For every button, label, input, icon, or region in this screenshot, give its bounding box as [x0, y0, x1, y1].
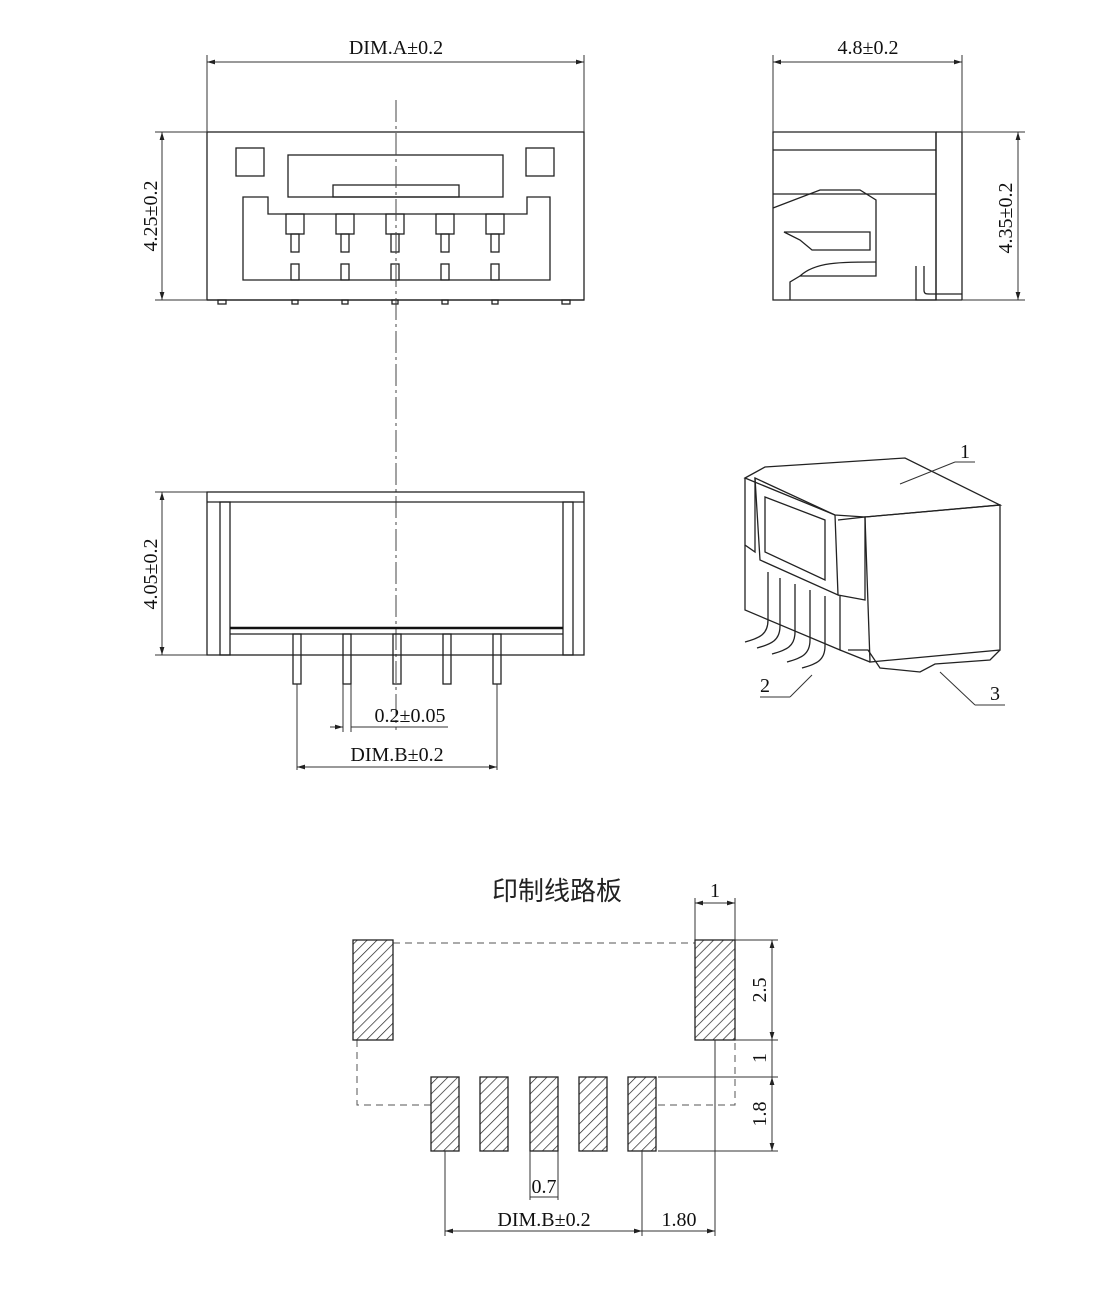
front-pins	[217, 213, 571, 305]
bottom-pins	[292, 633, 502, 685]
pcb-title: 印制线路板	[492, 877, 622, 907]
pcb-span-label: DIM.B±0.2	[497, 1209, 590, 1231]
front-width-label: DIM.A±0.2	[349, 37, 443, 59]
callout-2: 2	[760, 675, 770, 697]
mount-pad-right	[694, 939, 736, 1041]
pcb-layout: 印制线路板 1 2.5 1 1.8	[352, 877, 778, 1236]
mount-pad-left	[352, 939, 394, 1041]
pad-width-label: 1	[710, 880, 720, 902]
signal-pad-height-label: 1.8	[749, 1102, 771, 1127]
side-view: 4.8±0.2 4.35±0.2	[772, 37, 1025, 301]
gap-label: 1	[749, 1053, 771, 1063]
side-width-label: 4.8±0.2	[838, 37, 899, 59]
pad-width-small-label: 0.7	[532, 1176, 557, 1198]
bottom-view: 4.05±0.2 0.2±0.05 DIM.B±0.2	[140, 491, 585, 770]
side-height-label: 4.35±0.2	[995, 183, 1017, 254]
callout-1: 1	[960, 441, 970, 463]
bottom-span-label: DIM.B±0.2	[350, 744, 443, 766]
iso-leads	[744, 572, 826, 669]
pad-height-label: 2.5	[749, 978, 771, 1003]
callout-3: 3	[990, 683, 1000, 705]
front-height-label: 4.25±0.2	[140, 181, 162, 252]
front-view: DIM.A±0.2 4.25±0.2	[140, 37, 585, 730]
isometric-view: 1 2 3	[743, 441, 1005, 706]
signal-pads	[430, 1076, 657, 1152]
bottom-height-label: 4.05±0.2	[140, 539, 162, 610]
pin-width-label: 0.2±0.05	[375, 705, 446, 727]
offset-label: 1.80	[662, 1209, 697, 1231]
